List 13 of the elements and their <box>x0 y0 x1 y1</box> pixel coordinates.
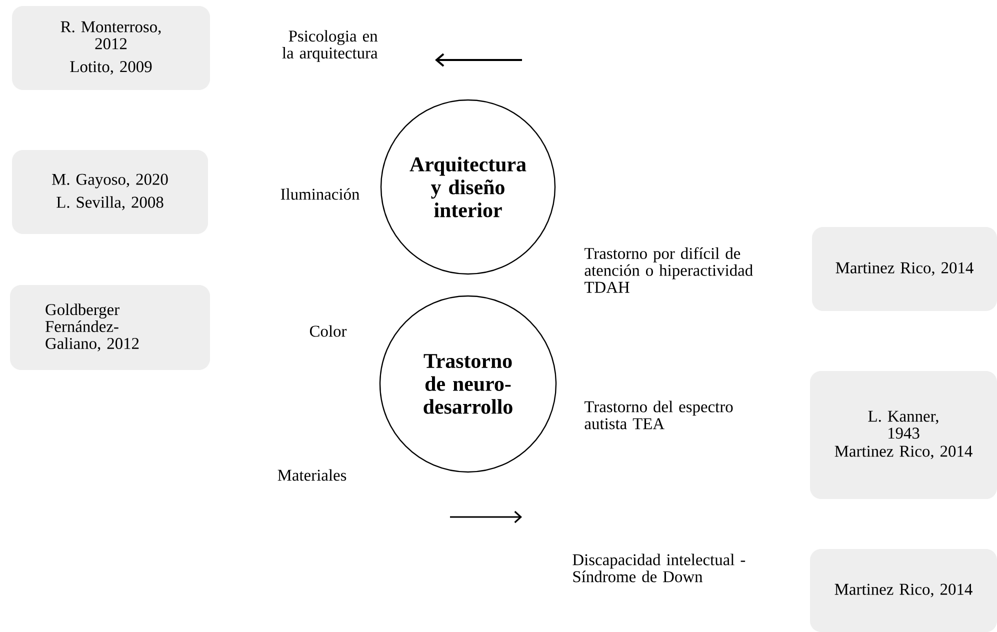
category-label: Trastorno del espectro autista TEA <box>584 400 733 430</box>
category-label: Materiales <box>278 469 346 481</box>
reference-box: Martinez Rico, 2014 <box>812 227 997 311</box>
reference-box: L. Kanner, 1943 Martinez Rico, 2014 <box>810 371 997 499</box>
reference-box: Martinez Rico, 2014 <box>810 549 997 632</box>
reference-box: R. Monterroso, 2012 Lotito, 2009 <box>12 6 210 90</box>
reference-box: M. Gayoso, 2020 L. Sevilla, 2008 <box>12 150 208 234</box>
reference-box: Goldberger Fernández-Galiano, 2012 <box>10 285 210 370</box>
category-label: Iluminación <box>280 188 360 200</box>
category-label: Trastorno por difícil de atención o hiperactividad TDAH <box>584 247 753 293</box>
category-label: Color <box>310 325 347 337</box>
category-label: Discapacidad intelectual - Síndrome de Down <box>572 554 746 582</box>
category-label: Psicologia en la arquitectura <box>282 30 378 62</box>
